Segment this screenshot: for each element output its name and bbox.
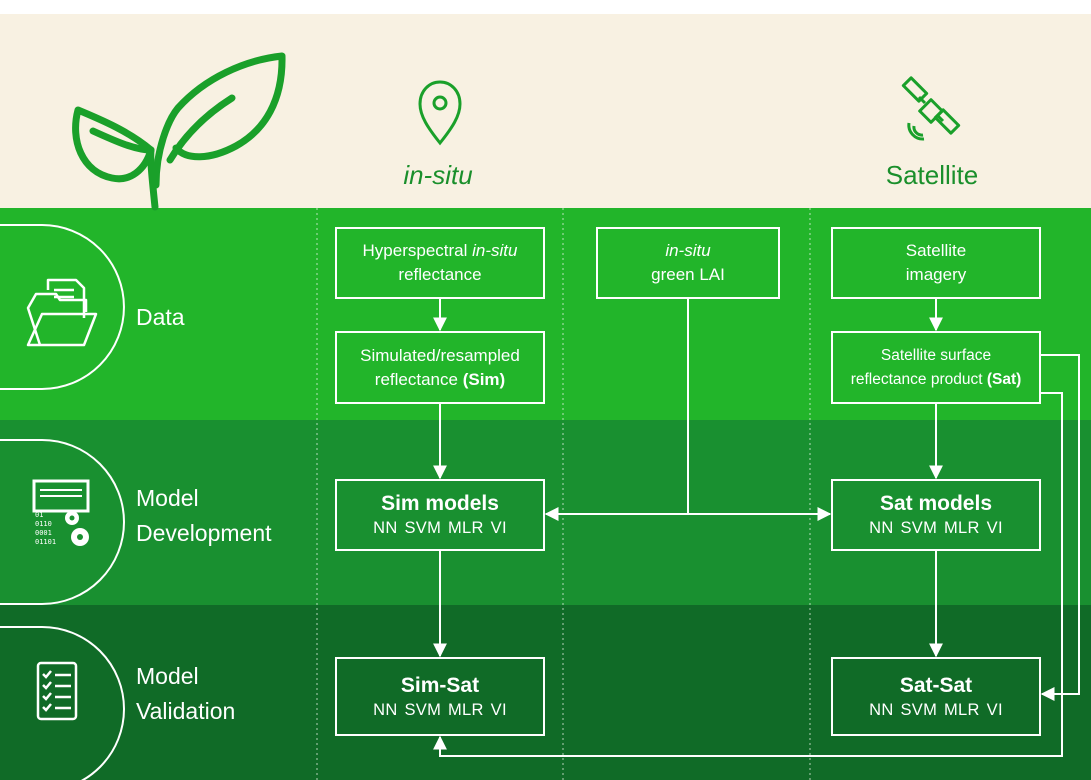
location-pin-icon (418, 80, 462, 146)
leaf-plant-icon (72, 52, 286, 211)
box-line: Satellite surface (880, 346, 992, 364)
checklist-icon (36, 661, 78, 721)
box-simulated-reflectance: Simulated/resampled reflectance (Sim) (335, 331, 545, 404)
row-label-line: Model (136, 663, 199, 689)
row-label-data: Data (136, 304, 185, 330)
box-satellite-imagery: Satellite imagery (831, 227, 1041, 299)
svg-text:01: 01 (35, 511, 43, 519)
box-line: Satellite (905, 241, 967, 260)
data-row-band (0, 208, 1091, 420)
header-band (0, 14, 1091, 208)
box-line: reflectance (Sim) (375, 368, 505, 392)
box-sim-models: Sim models NN SVM MLR VI (335, 479, 545, 551)
box-line: reflectance (398, 265, 482, 284)
box-text-italic: in-situ (665, 241, 711, 260)
row-label-line: Validation (136, 698, 236, 724)
box-subtitle: NN SVM MLR VI (869, 700, 1003, 719)
box-subtitle: NN SVM MLR VI (373, 700, 507, 719)
folder-icon (26, 278, 98, 347)
column-title-insitu: in-situ (403, 160, 473, 190)
box-line: reflectance product (Sat) (851, 368, 1022, 392)
box-title: Sat-Sat (899, 673, 973, 697)
row-tabs (0, 224, 125, 780)
box-sat-models: Sat models NN SVM MLR VI (831, 479, 1041, 551)
box-text: Hyperspectral (362, 241, 473, 260)
box-line: Hyperspectral in-situ (363, 239, 518, 263)
box-title: Sat models (879, 492, 993, 515)
row-label-model-development: Model Development (136, 481, 272, 551)
row-label-line: Development (136, 520, 272, 546)
box-satellite-surface-reflectance: Satellite surface reflectance product (S… (831, 331, 1041, 404)
svg-text:0110: 0110 (35, 520, 52, 528)
column-title-satellite: Satellite (885, 160, 979, 190)
svg-text:01101: 01101 (35, 538, 56, 546)
box-text: reflectance (374, 369, 463, 389)
box-insitu-green-lai: in-situ green LAI (596, 227, 780, 299)
box-text-bold: (Sat) (986, 370, 1022, 388)
model-validation-row-band (0, 605, 1091, 780)
box-sat-sat: Sat-Sat NN SVM MLR VI (831, 657, 1041, 736)
row-label-model-validation: Model Validation (136, 659, 235, 729)
column-separators (316, 208, 811, 780)
box-subtitle: NN SVM MLR VI (869, 519, 1003, 537)
binary-gears-icon: 01 0110 0001 01101 (32, 479, 90, 546)
box-subtitle: NN SVM MLR VI (373, 519, 507, 537)
row-label-line: Model (136, 485, 199, 511)
flow-connectors (433, 299, 1080, 757)
box-hyperspectral-reflectance: Hyperspectral in-situ reflectance (335, 227, 545, 299)
box-line: in-situ (665, 239, 710, 263)
svg-text:0001: 0001 (35, 529, 52, 537)
box-title: Sim models (381, 492, 499, 515)
box-sim-sat: Sim-Sat NN SVM MLR VI (335, 657, 545, 736)
box-text: reflectance product (850, 370, 987, 388)
box-line: imagery (905, 265, 967, 284)
satellite-icon (901, 76, 961, 141)
box-line: green LAI (651, 265, 725, 284)
box-text-bold: (Sim) (462, 369, 506, 389)
box-line: Simulated/resampled (360, 345, 520, 365)
box-text-italic: in-situ (472, 241, 518, 260)
box-title: Sim-Sat (400, 673, 480, 697)
